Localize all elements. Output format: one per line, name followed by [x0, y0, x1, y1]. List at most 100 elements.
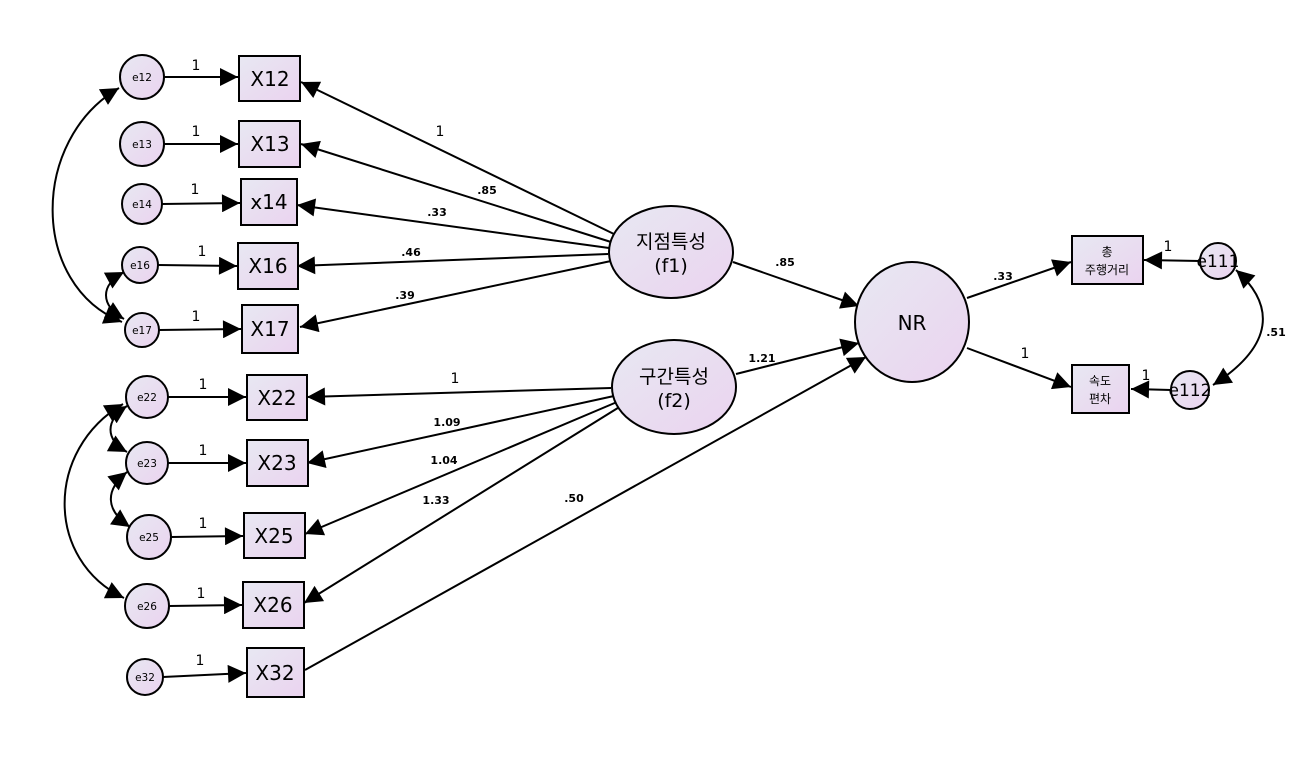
path-X32-NR — [304, 356, 867, 671]
box-label-X17: X17 — [250, 317, 289, 341]
coef-f1-X17: .39 — [395, 289, 415, 302]
path-f1-X13 — [300, 140, 612, 243]
coef-e12: 1 — [192, 58, 201, 74]
box-X26 — [242, 581, 305, 629]
box-label-X16: X16 — [248, 254, 287, 278]
coef-e17: 1 — [192, 309, 201, 325]
coef-f2-NR: 1.21 — [748, 352, 775, 365]
box-label-X12: X12 — [250, 67, 289, 91]
coef-f2-X25: 1.04 — [430, 454, 457, 467]
error-circle-e32 — [126, 658, 164, 696]
path-f2-X26 — [303, 405, 622, 604]
path-f1-X12 — [300, 81, 617, 236]
box-label-x14: x14 — [250, 190, 287, 214]
box-label-X32: X32 — [255, 661, 294, 685]
error-circle-e23 — [125, 441, 169, 485]
coef-f1-X13: .85 — [477, 184, 497, 197]
coef-f1-NR: .85 — [775, 256, 795, 269]
coef-e25: 1 — [199, 516, 208, 532]
box-label-speed-dev-line1: 속도 — [1089, 374, 1111, 388]
latent-ellipse-f2 — [611, 339, 737, 435]
box-x14 — [240, 178, 298, 226]
coef-f1-X16: .46 — [401, 246, 421, 259]
path-f1-X17 — [299, 260, 612, 333]
coef-f2-X22: 1 — [451, 371, 460, 387]
error-circle-e17 — [124, 312, 160, 348]
error-label-e16: e16 — [130, 260, 150, 272]
cov-e22-e23 — [106, 405, 128, 453]
coef-e13: 1 — [192, 124, 201, 140]
path-f2-NR — [735, 338, 860, 375]
error-circle-e13 — [119, 121, 165, 167]
box-label-X23: X23 — [257, 451, 296, 475]
latent-label-f2-line2: (f2) — [657, 390, 691, 412]
box-X32 — [246, 647, 305, 698]
latent-ellipse-f1 — [608, 205, 734, 299]
box-X23 — [246, 439, 309, 487]
coef-e112: 1 — [1142, 368, 1151, 384]
box-total-distance — [1071, 235, 1144, 285]
coef-e111-e112-covariance: .51 — [1266, 326, 1286, 339]
error-circle-e16 — [121, 246, 159, 284]
coef-e23: 1 — [199, 443, 208, 459]
coef-e32: 1 — [196, 653, 205, 669]
path-f1-NR — [732, 261, 860, 309]
coef-f2-X26: 1.33 — [422, 494, 449, 507]
coef-e14: 1 — [191, 182, 200, 198]
box-X13 — [238, 120, 301, 168]
box-X12 — [238, 55, 301, 102]
latent-label-f1-line2: (f1) — [654, 255, 688, 277]
error-circle-e22 — [125, 375, 169, 419]
error-label-e13: e13 — [132, 139, 152, 151]
coef-f2-X23: 1.09 — [433, 416, 460, 429]
path-NR-speed-dev — [966, 347, 1072, 390]
box-label-total-distance-line1: 총 — [1101, 245, 1112, 259]
coef-f1-x14: .33 — [427, 206, 447, 219]
path-e25-X25 — [170, 527, 244, 546]
coef-e111: 1 — [1164, 239, 1173, 255]
path-f1-x14 — [296, 198, 610, 249]
coef-NR-total-distance: .33 — [993, 270, 1013, 283]
path-e17-X17 — [158, 320, 242, 339]
error-label-e26: e26 — [137, 601, 157, 613]
cov-e22-e26 — [63, 403, 125, 599]
error-label-e22: e22 — [137, 392, 157, 404]
cov-e23-e25 — [107, 471, 131, 528]
coef-X32-NR: .50 — [564, 492, 584, 505]
cov-e12-e17 — [51, 87, 123, 324]
latent-ellipse-NR — [854, 261, 970, 383]
coef-NR-speed-dev: 1 — [1021, 346, 1030, 362]
path-e111-total-distance — [1143, 251, 1201, 270]
error-label-e12: e12 — [132, 72, 152, 84]
box-X16 — [237, 242, 299, 290]
cov-e111-e112 — [1212, 269, 1264, 386]
path-f2-X23 — [306, 395, 615, 468]
error-label-e112: e112 — [1169, 381, 1212, 401]
cov-e16-e17 — [103, 271, 125, 320]
error-label-e32: e32 — [135, 672, 155, 684]
box-speed-dev — [1071, 364, 1130, 414]
path-e14-x14 — [161, 194, 241, 213]
error-circle-e111 — [1199, 242, 1237, 280]
path-f1-X16 — [296, 253, 609, 275]
latent-label-NR: NR — [898, 311, 927, 335]
box-label-X25: X25 — [254, 524, 293, 548]
box-label-X13: X13 — [250, 132, 289, 156]
error-label-e23: e23 — [137, 458, 157, 470]
error-terms: e12 e13 e14 e16 e17 e22 e23 e25 e26 e32 … — [119, 54, 1240, 696]
coefficient-labels: 1 1 1 1 1 1 1 1 1 1 1 1 1 .85 .33 .46 .3… — [191, 58, 1286, 669]
error-label-e17: e17 — [132, 325, 152, 337]
latent-label-f1-line1: 지점특성 — [636, 231, 706, 253]
error-label-e111: e111 — [1197, 252, 1240, 272]
latent-label-f2-line1: 구간특성 — [639, 366, 709, 388]
error-circle-e26 — [124, 583, 170, 629]
path-e112-speed-dev — [1130, 380, 1172, 399]
path-e32-X32 — [162, 664, 247, 683]
error-circle-e112 — [1170, 370, 1210, 410]
box-label-total-distance-line2: 주행거리 — [1085, 262, 1129, 277]
coef-e16: 1 — [198, 244, 207, 260]
observed-variables: X12 X13 x14 X16 X17 X22 X23 X25 X26 X32 … — [237, 55, 1144, 698]
box-X25 — [243, 512, 306, 559]
box-X17 — [241, 304, 299, 354]
